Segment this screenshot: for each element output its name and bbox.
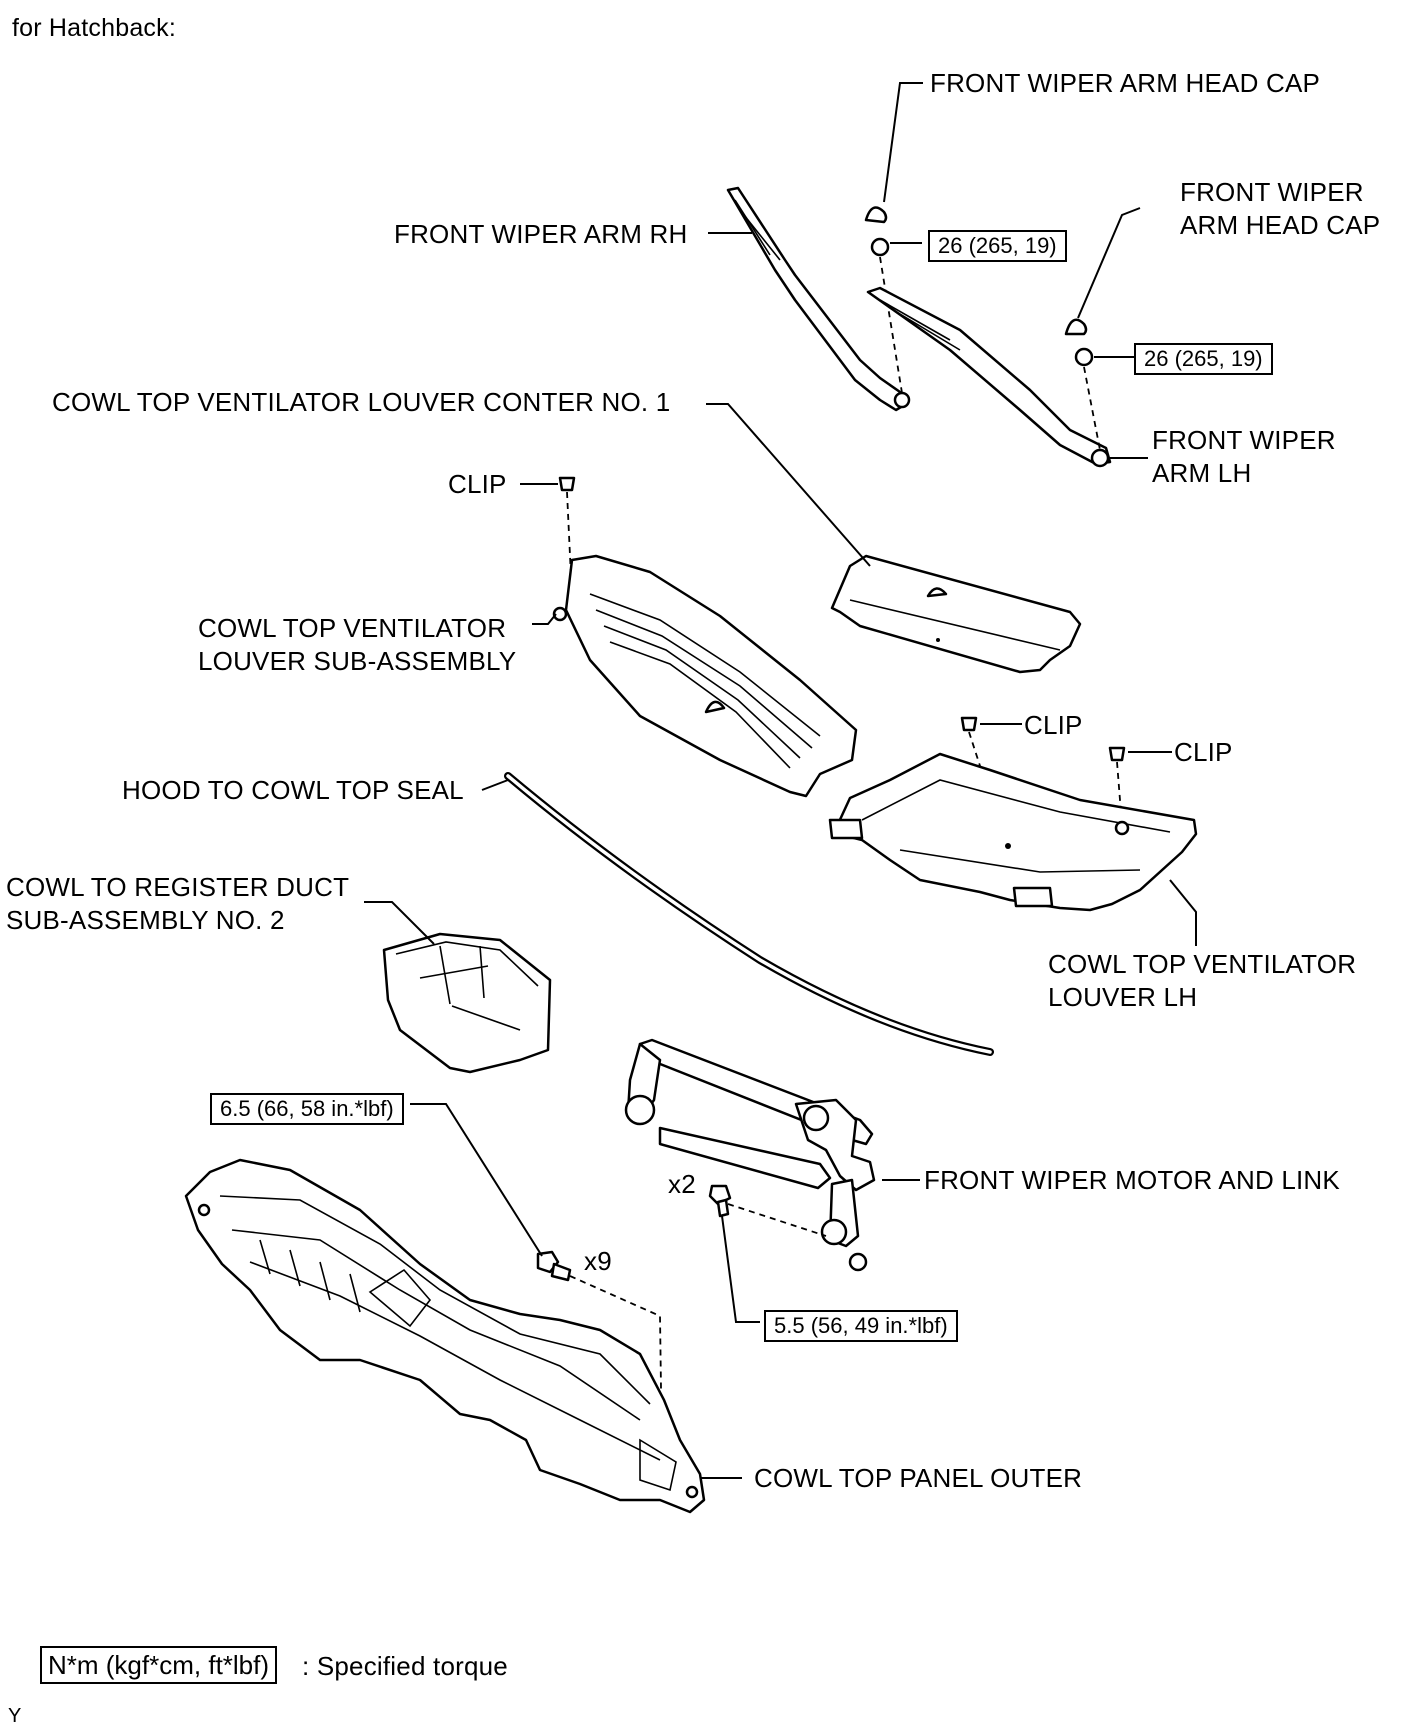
leader-hood-seal <box>481 779 509 791</box>
label-panel-outer: COWL TOP PANEL OUTER <box>754 1463 1083 1493</box>
leader-louver-lh <box>1169 879 1197 946</box>
front-wiper-arm-rh <box>726 186 911 412</box>
wiper-nut-rh <box>870 237 890 257</box>
cowl-top-ventilator-louver-center <box>830 554 1082 674</box>
label-louver-lh-1: COWL TOP VENTILATOR <box>1048 949 1357 979</box>
label-qty-x9: x9 <box>584 1246 612 1276</box>
hood-to-cowl-top-seal <box>504 772 994 1056</box>
label-arm-rh: FRONT WIPER ARM RH <box>394 219 688 249</box>
figure-code: Y <box>8 1705 22 1727</box>
label-motor-link: FRONT WIPER MOTOR AND LINK <box>924 1165 1340 1195</box>
clip-1 <box>558 476 576 492</box>
legend-torque-box: N*m (kgf*cm, ft*lbf) <box>40 1646 278 1684</box>
label-louver-lh-2: LOUVER LH <box>1048 982 1198 1012</box>
label-arm-head-cap-lh-1: FRONT WIPER <box>1180 177 1364 207</box>
cowl-top-ventilator-louver-lh <box>828 752 1198 912</box>
dash-motor-bolt <box>727 1203 827 1237</box>
clip-3 <box>1108 746 1126 762</box>
dash-arm-rh <box>879 256 903 394</box>
panel-bolt <box>536 1250 572 1282</box>
leader-louver-center <box>706 403 871 567</box>
torque-lh-nut: 26 (265, 19) <box>1134 343 1273 375</box>
wiper-nut-lh <box>1074 347 1094 367</box>
cowl-top-panel-outer <box>184 1158 706 1514</box>
legend-torque-text: : Specified torque <box>302 1651 508 1681</box>
leader-louver-sub <box>532 613 557 625</box>
label-louver-center: COWL TOP VENTILATOR LOUVER CONTER NO. 1 <box>52 387 671 417</box>
leader-motor-bolt-torque <box>721 1215 760 1323</box>
front-wiper-arm-head-cap-rh <box>864 206 888 224</box>
label-louver-sub-2: LOUVER SUB-ASSEMBLY <box>198 646 517 676</box>
leader-register-duct <box>364 901 435 945</box>
variant-title: for Hatchback: <box>12 14 176 42</box>
motor-bolt <box>708 1184 732 1218</box>
leader-head-cap-rh <box>883 82 923 203</box>
label-clip-1: CLIP <box>448 469 507 499</box>
label-hood-seal: HOOD TO COWL TOP SEAL <box>122 775 464 805</box>
label-clip-3: CLIP <box>1174 737 1233 767</box>
label-qty-x2: x2 <box>668 1169 696 1199</box>
front-wiper-arm-head-cap-lh <box>1064 318 1088 336</box>
front-wiper-motor-and-link <box>624 1038 876 1272</box>
leader-panel-bolt-torque <box>410 1103 543 1257</box>
front-wiper-arm-lh <box>866 286 1112 468</box>
label-register-duct-2: SUB-ASSEMBLY NO. 2 <box>6 905 285 935</box>
label-clip-2: CLIP <box>1024 710 1083 740</box>
label-register-duct-1: COWL TO REGISTER DUCT <box>6 872 350 902</box>
label-louver-sub-1: COWL TOP VENTILATOR <box>198 613 507 643</box>
torque-motor-bolt: 5.5 (56, 49 in.*lbf) <box>764 1310 958 1342</box>
label-arm-head-cap-rh: FRONT WIPER ARM HEAD CAP <box>930 68 1321 98</box>
clip-2 <box>960 716 978 732</box>
dash-arm-lh <box>1083 366 1101 451</box>
torque-rh-nut: 26 (265, 19) <box>928 230 1067 262</box>
label-arm-lh-2: ARM LH <box>1152 458 1252 488</box>
label-arm-head-cap-lh-2: ARM HEAD CAP <box>1180 210 1381 240</box>
torque-panel-bolt: 6.5 (66, 58 in.*lbf) <box>210 1093 404 1125</box>
leader-head-cap-lh <box>1077 207 1141 319</box>
cowl-to-register-duct <box>382 932 552 1074</box>
cowl-top-ventilator-louver-sub-assembly <box>552 554 858 798</box>
label-arm-lh-1: FRONT WIPER <box>1152 425 1336 455</box>
